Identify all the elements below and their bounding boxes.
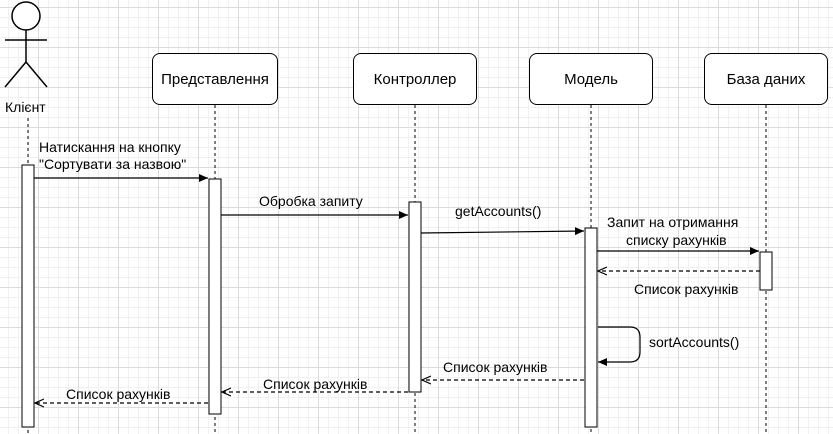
message-arrow-3 [420, 227, 585, 236]
view-activation [208, 178, 222, 415]
message-label-9: Список рахунків [66, 386, 171, 402]
controller-activation [408, 201, 422, 393]
client-actor-icon [4, 1, 48, 88]
client-actor-label: Клієнт [5, 99, 46, 115]
message-label-1: Натискання на кнопку [39, 139, 181, 155]
client-activation [21, 164, 35, 428]
view-lifeline-header: Представлення [152, 53, 278, 105]
message-label-1-line2: "Сортувати за назвою" [39, 156, 187, 172]
message-label-4-line2: списку рахунків [626, 232, 727, 248]
database-activation [759, 251, 773, 291]
message-label-7: Список рахунків [443, 359, 548, 375]
model-lifeline-header: Модель [529, 53, 653, 105]
message-label-2: Обробка запиту [259, 193, 363, 209]
message-label-5: Список рахунків [634, 281, 739, 297]
model-activation [584, 227, 598, 428]
database-lifeline-header: База даних [704, 53, 828, 105]
message-label-6: sortAccounts() [649, 334, 740, 350]
message-arrow-6-self [598, 326, 641, 366]
message-label-8: Список рахунків [263, 376, 368, 392]
controller-lifeline-header: Контроллер [353, 53, 477, 105]
message-label-3: getAccounts() [455, 203, 542, 219]
message-label-4: Запит на отримання [607, 214, 739, 230]
